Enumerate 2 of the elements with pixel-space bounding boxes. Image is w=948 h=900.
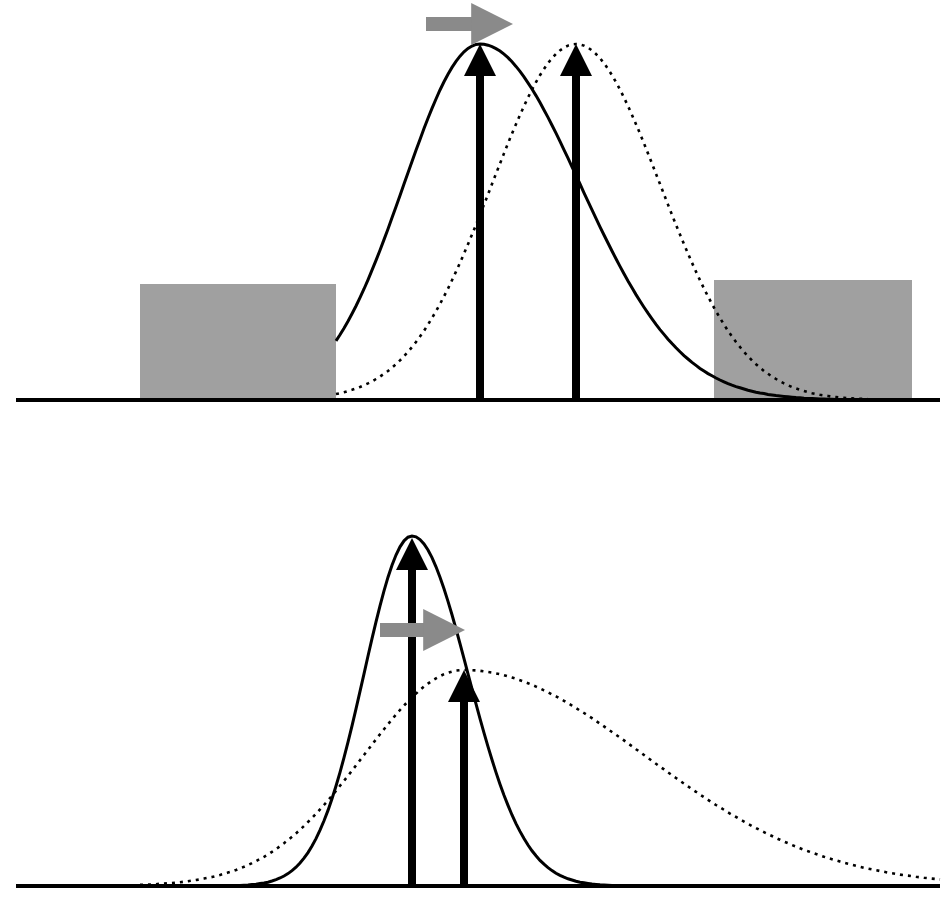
shaded-block bbox=[140, 284, 336, 400]
shaded-block bbox=[714, 280, 912, 400]
